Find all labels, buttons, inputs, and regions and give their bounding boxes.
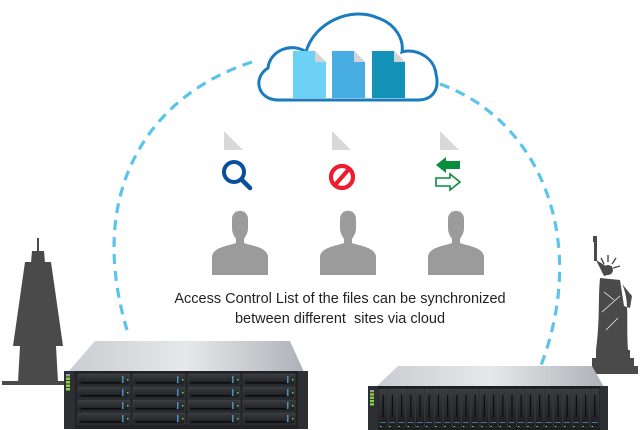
drive-bay [507, 388, 517, 428]
drive-bay [77, 386, 131, 399]
taipei-101-icon [2, 238, 66, 385]
status-led [370, 393, 374, 396]
user-icon [212, 210, 268, 275]
drive-bay [553, 388, 563, 428]
statue-of-liberty-icon [588, 236, 638, 374]
drive-bay [187, 412, 241, 425]
document-corner-icon [440, 131, 459, 150]
drive-bay [242, 373, 296, 386]
drive-bay [572, 388, 581, 428]
drive-bay [489, 388, 498, 428]
document-corner-icon [332, 131, 351, 150]
status-led [66, 381, 70, 384]
drive-bay [77, 373, 131, 386]
drive-bay [434, 388, 443, 428]
drive-bay [470, 388, 480, 428]
status-led [370, 399, 374, 403]
drive-bay [415, 388, 425, 428]
user-icon [320, 210, 376, 275]
status-led [370, 396, 374, 399]
drive-bay [562, 388, 572, 428]
status-led [66, 388, 70, 391]
drive-bay [516, 388, 526, 428]
caption: Access Control List of the files can be … [150, 289, 530, 329]
drive-bay [544, 388, 554, 428]
file-icon [293, 51, 326, 98]
drive-bay [581, 388, 591, 428]
drive-bay [424, 388, 434, 428]
caption-line-2: between different sites via cloud [234, 311, 446, 327]
cloud-files [293, 51, 405, 98]
user-group [428, 131, 484, 275]
storage-array-right [368, 366, 608, 430]
caption-line-1: Access Control List of the files can be … [174, 291, 506, 307]
status-led [370, 390, 374, 393]
status-led [66, 377, 70, 380]
drive-bay [187, 373, 241, 386]
drive-bay [406, 388, 416, 428]
drive-bay [590, 388, 600, 428]
user-group [212, 131, 268, 275]
drive-bay [187, 386, 241, 399]
user-icon [428, 210, 484, 275]
storage-array-left [64, 341, 308, 429]
drive-bay [242, 412, 296, 425]
drive-bay [187, 399, 241, 412]
drive-bay [388, 388, 397, 428]
drive-bay [480, 388, 489, 428]
users [212, 131, 484, 275]
drive-bay [397, 388, 406, 428]
prohibited-icon [328, 163, 356, 191]
file-icon [332, 51, 365, 98]
drive-bay [461, 388, 471, 428]
search-icon [222, 160, 253, 191]
drive-bay [526, 388, 535, 428]
drive-bay [498, 388, 508, 428]
drive-bay [77, 412, 131, 425]
drive-bay [132, 399, 186, 412]
status-led [66, 384, 70, 387]
drive-bay [132, 373, 186, 386]
sync-path-left [112, 60, 253, 331]
drive-bay [132, 386, 186, 399]
drive-bay [242, 386, 296, 399]
drive-bay [535, 388, 545, 428]
status-led [66, 374, 70, 377]
drive-bay [132, 412, 186, 425]
file-icon [372, 51, 405, 98]
drive-bay [242, 399, 296, 412]
status-led [370, 403, 374, 406]
drive-bay [77, 399, 131, 412]
sync-path-right [439, 82, 562, 369]
drive-bay [452, 388, 462, 428]
drive-bay [443, 388, 452, 428]
drive-bay [378, 388, 388, 428]
document-corner-icon [224, 131, 243, 150]
sync-arrows-icon [435, 157, 462, 192]
user-group [320, 131, 376, 275]
